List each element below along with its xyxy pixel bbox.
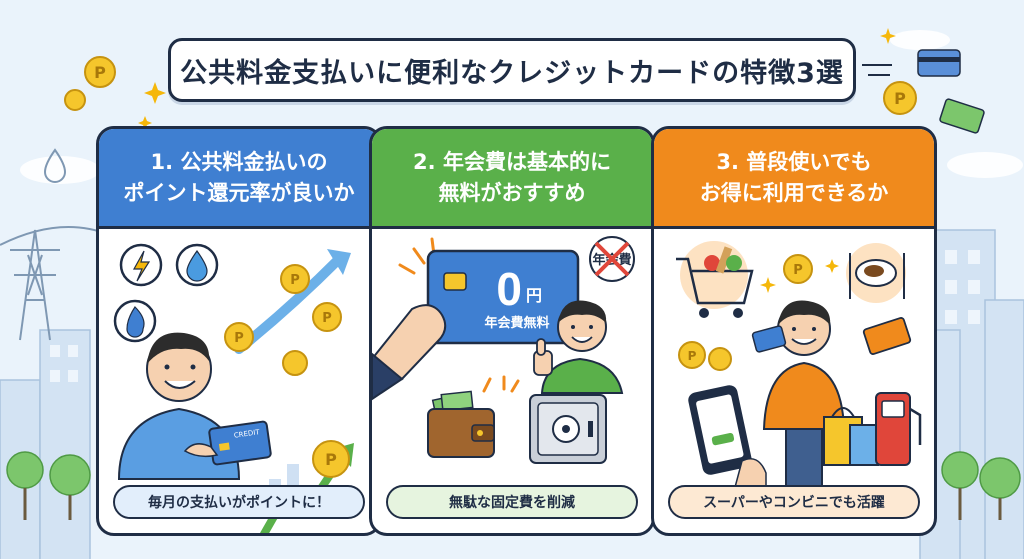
card-heading-line2: 無料がおすすめ: [438, 180, 586, 205]
shopping-bag-icon: [823, 407, 879, 466]
power-tower-icon: [0, 226, 111, 341]
shopping-cart-icon: [676, 241, 754, 318]
water-drop-icon: [175, 243, 219, 287]
svg-text:P: P: [290, 273, 300, 288]
shopping-man-illustration: [762, 300, 846, 490]
svg-text:P: P: [322, 311, 332, 326]
card-heading-line1: 2. 年会費は基本的に: [413, 150, 611, 175]
credit-card-icon: [751, 325, 787, 353]
price-value: 0: [496, 263, 522, 315]
card-illustration: P P P P CREDIT: [99, 229, 379, 533]
svg-text:P: P: [94, 63, 106, 82]
credit-card-icon: CREDIT: [208, 420, 272, 466]
wallet-icon: [427, 390, 495, 458]
card-heading-line2: お得に利用できるか: [699, 180, 889, 205]
feature-card-annual-fee: 2. 年会費は基本的に 無料がおすすめ 0 円 年会費無料 年会費: [369, 126, 655, 536]
card-heading-line1: 3. 普段使いでも: [716, 150, 872, 175]
banknote-icon: [939, 98, 985, 134]
svg-text:P: P: [793, 263, 803, 278]
price-label: 年会費無料: [484, 315, 549, 331]
coin-icon: P P: [678, 254, 813, 371]
thumbs-up-man-illustration: [533, 300, 624, 394]
fuel-pump-icon: [875, 392, 922, 466]
card-caption: 毎月の支払いがポイントに！: [113, 485, 365, 519]
credit-card-text: CREDIT: [233, 428, 260, 440]
card-caption: 無駄な固定費を削減: [386, 485, 638, 519]
card-heading: 1. 公共料金払いの ポイント還元率が良いか: [99, 129, 379, 229]
credit-card-icon: 0 円 年会費無料: [426, 249, 580, 345]
safe-icon: [529, 394, 607, 464]
card-heading-line1: 1. 公共料金払いの: [150, 150, 328, 175]
card-heading-line2: ポイント還元率が良いか: [123, 180, 355, 205]
credit-card-icon: [917, 49, 961, 77]
svg-text:P: P: [688, 349, 697, 363]
feature-card-point-rate: 1. 公共料金払いの ポイント還元率が良いか: [96, 126, 382, 536]
lightning-icon: [119, 243, 163, 287]
smiling-man-illustration: [117, 332, 241, 480]
smartphone-icon: [688, 385, 767, 492]
card-heading: 2. 年会費は基本的に 無料がおすすめ: [372, 129, 652, 229]
ticket-icon: [862, 317, 912, 355]
meal-plate-icon: [846, 243, 906, 303]
feature-card-daily-use: 3. 普段使いでも お得に利用できるか P P: [651, 126, 937, 536]
sparkle-icon: [760, 259, 839, 293]
svg-text:P: P: [234, 331, 244, 346]
price-unit: 円: [526, 286, 542, 305]
card-heading: 3. 普段使いでも お得に利用できるか: [654, 129, 934, 229]
coin-icon: P P P P: [224, 264, 350, 478]
svg-text:P: P: [894, 89, 906, 108]
sparkle-icon: [138, 28, 896, 130]
card-caption: スーパーやコンビニでも活躍: [668, 485, 920, 519]
card-illustration: 0 円 年会費無料 年会費: [372, 229, 652, 533]
coin-icon: P P: [64, 56, 917, 115]
no-fee-stamp: 年会費: [589, 236, 635, 282]
gas-flame-icon: [113, 299, 157, 343]
svg-text:P: P: [325, 450, 337, 469]
page-title: 公共料金支払いに便利なクレジットカードの特徴3選: [168, 38, 856, 102]
card-illustration: P P: [654, 229, 934, 533]
